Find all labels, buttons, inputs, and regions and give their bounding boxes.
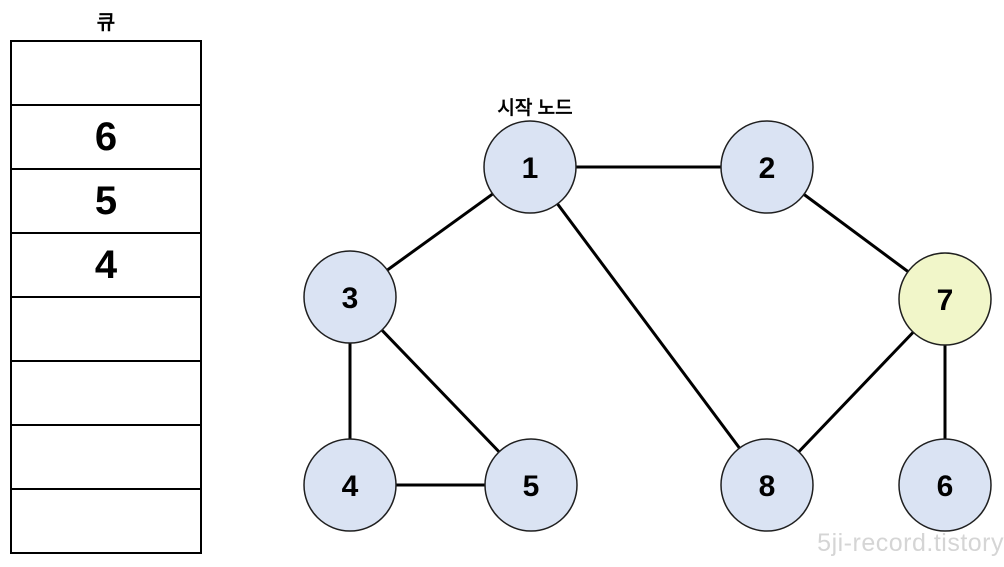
graph-node-label-2: 2 [759,152,776,185]
graph-node-6 [898,438,992,532]
graph-node-label-7: 7 [937,284,954,317]
graph-node-8 [720,438,814,532]
graph-node-1 [483,120,577,214]
queue-cell-1: 6 [12,106,200,170]
graph-node-label-8: 8 [759,470,776,503]
graph-edge-1-8 [528,166,769,486]
queue-table: 6 5 4 [10,40,202,554]
graph-node-label-4: 4 [342,470,359,503]
queue-cell-2: 5 [12,170,200,234]
graph-node-label-6: 6 [937,470,954,503]
queue-title: 큐 [96,12,116,34]
queue-cell-0 [12,42,200,106]
queue-cell-4 [12,298,200,362]
queue-cell-6 [12,426,200,490]
graph-node-label-5: 5 [523,470,540,503]
graph-node-2 [720,120,814,214]
graph-node-7 [898,252,992,346]
graph-node-label-3: 3 [342,282,359,315]
watermark: 5ji-record.tistory [817,529,1004,557]
graph-node-3 [303,250,397,344]
graph-node-label-1: 1 [522,152,539,185]
queue-cell-3: 4 [12,234,200,298]
graph-node-5 [484,438,578,532]
graph-node-4 [303,438,397,532]
queue-cell-5 [12,362,200,426]
start-node-label: 시작 노드 [497,98,573,119]
